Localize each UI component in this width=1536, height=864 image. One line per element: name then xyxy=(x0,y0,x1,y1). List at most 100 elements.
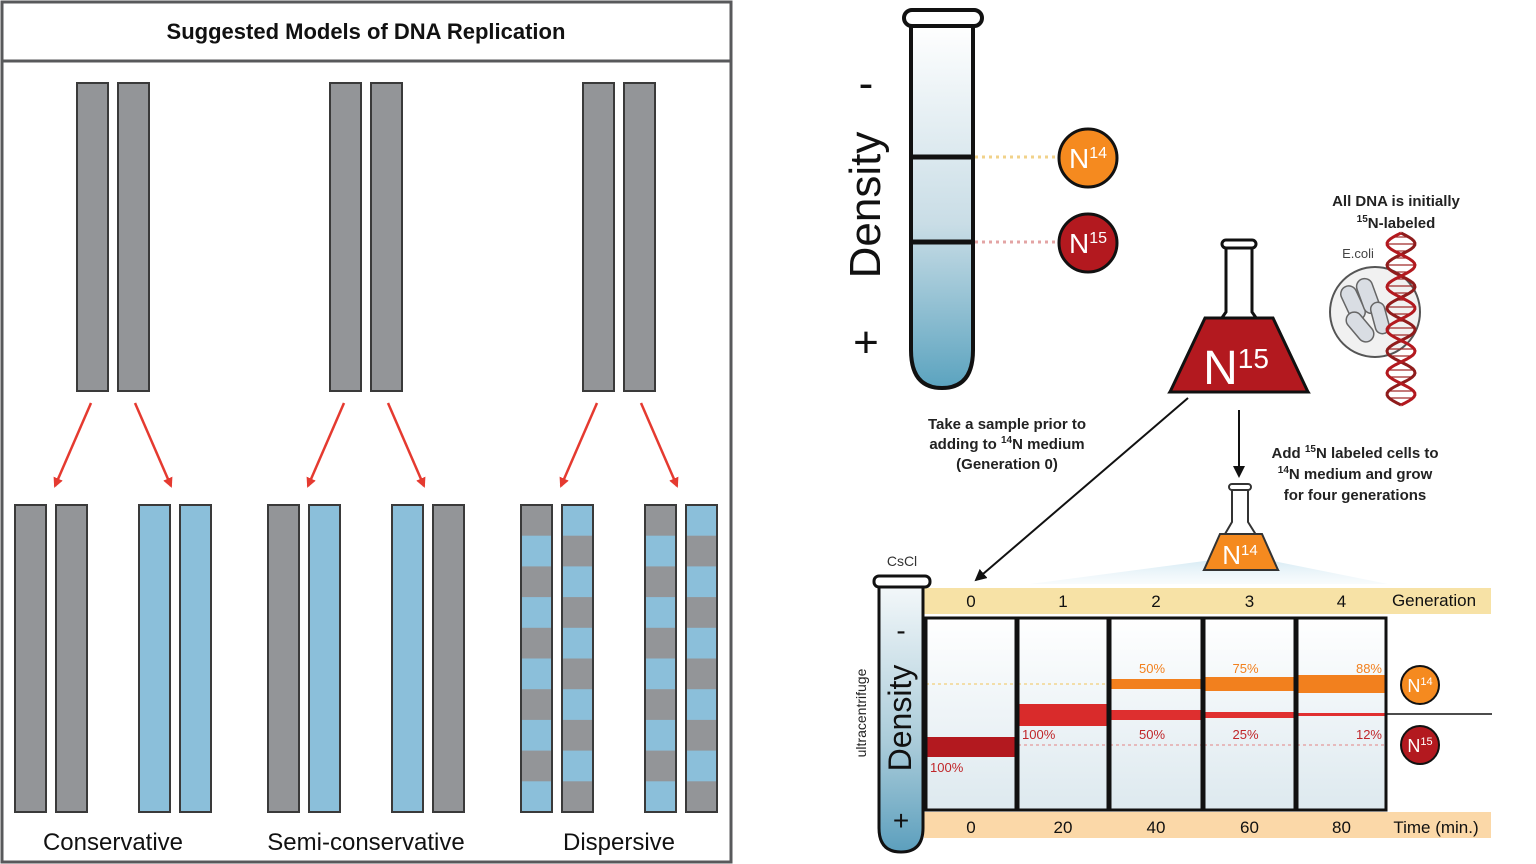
generation-lane: 1 20 100% xyxy=(1016,592,1110,837)
legend-n15: N15 xyxy=(1400,725,1440,765)
ultracentrifuge-label: ultracentrifuge xyxy=(853,668,869,757)
daughter-strand xyxy=(391,504,424,813)
svg-text:14N medium and grow: 14N medium and grow xyxy=(1278,465,1433,483)
sample-note-sup: 14 xyxy=(1001,435,1013,446)
time-value: 80 xyxy=(1332,818,1351,837)
band-n15 xyxy=(1110,710,1202,720)
n15-percent: 100% xyxy=(930,760,964,775)
ecoli-bacteria-icon xyxy=(1340,277,1391,343)
cscl-density-label: Density xyxy=(882,665,918,772)
daughter-strand xyxy=(14,504,47,813)
density-plus-sign: + xyxy=(853,318,879,367)
daughter-strand xyxy=(432,504,465,813)
cscl-minus-sign: - xyxy=(896,615,905,646)
generation-number: 1 xyxy=(1058,592,1067,611)
lane-border xyxy=(1016,616,1110,812)
time-value: 20 xyxy=(1054,818,1073,837)
panel-title: Suggested Models of DNA Replication xyxy=(167,19,566,44)
generation-header: Generation xyxy=(1392,591,1476,610)
sample-note-line3: (Generation 0) xyxy=(956,456,1058,473)
time-value: 60 xyxy=(1240,818,1259,837)
model-conservative: Conservative xyxy=(14,82,212,856)
band-n15 xyxy=(1204,712,1295,718)
parent-strand-right xyxy=(370,82,403,392)
ecoli-note: All DNA is initially 15N-labeled E.coli xyxy=(1329,193,1461,407)
svg-text:N15: N15 xyxy=(1407,736,1432,756)
daughter-strand xyxy=(179,504,212,813)
n14-percent: 88% xyxy=(1356,661,1382,676)
ecoli-note-sup: 15 xyxy=(1357,214,1369,225)
legend-n14-circle xyxy=(1400,665,1440,705)
daughter-strand xyxy=(644,504,677,813)
parent-strand-right xyxy=(117,82,150,392)
n14-percent: 50% xyxy=(1139,661,1165,676)
band-n14 xyxy=(1110,679,1202,689)
band-n15 xyxy=(926,737,1016,757)
lane-border xyxy=(924,616,1018,812)
sample-note-line2-post: N medium xyxy=(1012,436,1085,453)
svg-text:N14: N14 xyxy=(1069,143,1107,174)
svg-text:N15: N15 xyxy=(1069,228,1107,259)
n15-circle xyxy=(1057,212,1119,274)
generation-number: 2 xyxy=(1151,592,1160,611)
density-axis-label: Density xyxy=(841,132,890,279)
daughter-strand xyxy=(55,504,88,813)
add-note-line1-pre: Add xyxy=(1272,445,1305,462)
cscl-label: CsCl xyxy=(887,553,917,569)
lane-border xyxy=(1108,616,1204,812)
generation-number: 0 xyxy=(966,592,975,611)
time-value: 0 xyxy=(966,818,975,837)
n15-percent: 25% xyxy=(1232,727,1258,742)
daughter-strand xyxy=(138,504,171,813)
replication-arrow-right xyxy=(386,402,426,488)
band-n15 xyxy=(1018,704,1108,726)
lane-border xyxy=(1202,616,1297,812)
generation-strip xyxy=(924,588,1491,614)
legend-n15-circle xyxy=(1400,725,1440,765)
daughter-strand xyxy=(685,504,718,813)
sample-arrow xyxy=(974,397,1189,582)
parent-strand-left xyxy=(582,82,615,392)
legend-n14-base: N xyxy=(1407,676,1420,696)
n15-sup: 15 xyxy=(1089,230,1107,247)
sample-note-line2-pre: adding to xyxy=(929,436,1001,453)
model-semi-conservative: Semi-conservative xyxy=(267,82,465,856)
n14-marker: N14 xyxy=(1057,127,1119,189)
n15-percent: 100% xyxy=(1022,727,1056,742)
add-note-line3: for four generations xyxy=(1284,487,1427,504)
density-tube-reference: Density - + N14 N15 xyxy=(841,8,1119,391)
n15-flask: N15 xyxy=(1167,238,1311,395)
n15-base: N xyxy=(1069,228,1089,259)
svg-text:Add 15N labeled cells to: Add 15N labeled cells to xyxy=(1272,444,1439,462)
test-tube-lip xyxy=(902,8,984,28)
daughter-strand xyxy=(267,504,300,813)
ecoli-note-line1: All DNA is initially xyxy=(1332,193,1460,210)
flask-fan xyxy=(1030,560,1388,584)
daughter-strand xyxy=(308,504,341,813)
ecoli-note-line2: N-labeled xyxy=(1368,215,1436,232)
generation-number: 4 xyxy=(1337,592,1346,611)
band-n15 xyxy=(1297,713,1386,716)
n14-flask: N14 xyxy=(1030,483,1388,584)
cscl-plus-sign: + xyxy=(893,805,909,836)
sample-note-line1: Take a sample prior to xyxy=(928,416,1086,433)
band-n14 xyxy=(1297,675,1386,693)
generation-number: 3 xyxy=(1245,592,1254,611)
small-flask-base: N xyxy=(1222,540,1241,570)
model-label-conservative: Conservative xyxy=(43,829,183,856)
replication-arrow-left xyxy=(306,402,346,488)
add-note-sup1: 15 xyxy=(1305,444,1317,455)
legend-n15-sup: 15 xyxy=(1420,736,1432,748)
band-n14 xyxy=(1204,677,1295,691)
replication-arrow-right xyxy=(639,402,679,488)
add-note-line1-post: N labeled cells to xyxy=(1316,445,1439,462)
parent-strand-right xyxy=(623,82,656,392)
replication-arrow-right xyxy=(133,402,173,488)
legend-n15-base: N xyxy=(1407,736,1420,756)
time-value: 40 xyxy=(1147,818,1166,837)
add-note-sup2: 14 xyxy=(1278,465,1290,476)
